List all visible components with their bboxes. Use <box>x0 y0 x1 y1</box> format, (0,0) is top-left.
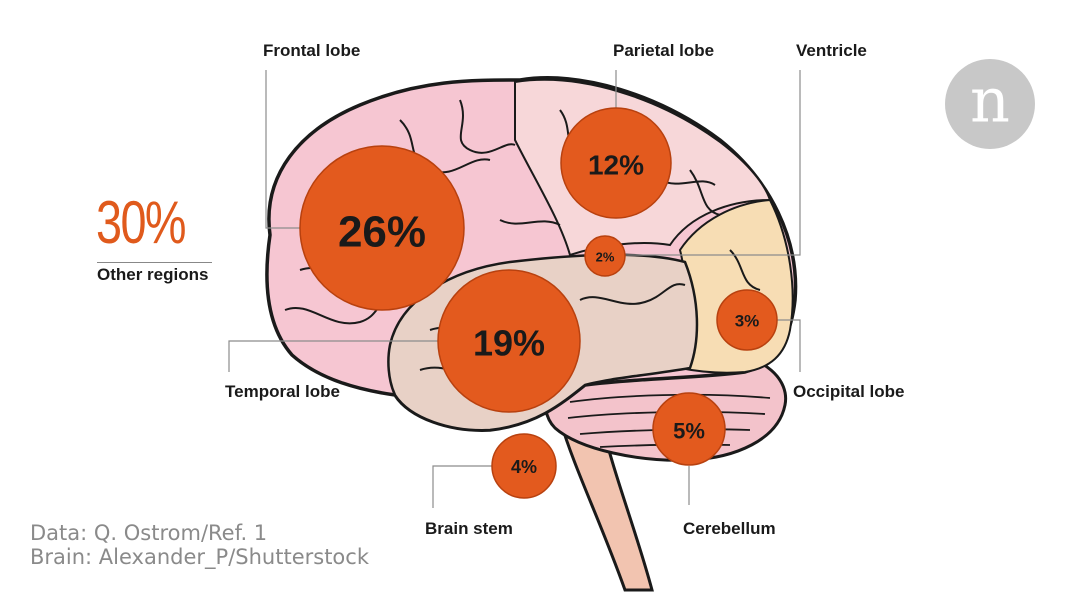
ventricle-bubble <box>584 235 626 277</box>
other-regions-label: Other regions <box>97 265 209 284</box>
data-credit: Data: Q. Ostrom/Ref. 1 <box>30 521 268 545</box>
ventricle-value: 2% <box>596 250 615 265</box>
leader-brainstem <box>432 465 493 508</box>
leader-temporal <box>228 340 440 372</box>
occipital-value: 3% <box>735 312 760 331</box>
logo-circle <box>945 59 1035 149</box>
temporal-lobe-label: Temporal lobe <box>225 382 340 401</box>
leader-occipital <box>777 319 801 372</box>
temporal-value: 19% <box>473 323 545 364</box>
brainstem-bubble <box>491 433 557 499</box>
image-credit: Brain: Alexander_P/Shutterstock <box>30 545 369 569</box>
other-regions-value: 30% <box>96 189 187 256</box>
parietal-value: 12% <box>588 150 644 181</box>
temporal-bubble <box>437 269 581 413</box>
occipital-bubble <box>716 289 778 351</box>
brain-stem-shape <box>558 413 654 592</box>
cerebellum-label: Cerebellum <box>683 519 776 538</box>
leader-lines <box>228 70 801 508</box>
other-regions-divider <box>97 262 212 263</box>
parietal-lobe-label: Parietal lobe <box>613 41 715 60</box>
brainstem-value: 4% <box>511 457 537 477</box>
leader-ventricle <box>612 70 801 256</box>
parietal-bubble <box>560 107 672 219</box>
cerebellum-value: 5% <box>673 419 705 444</box>
cerebellum-bubble <box>652 392 726 466</box>
brain-stem-label: Brain stem <box>425 519 513 538</box>
frontal-bubble <box>299 145 465 311</box>
ventricle-label: Ventricle <box>796 41 867 60</box>
bubble-values: 26% 12% 2% 19% 3% 5% 4% <box>338 150 759 478</box>
logo-letter: n <box>970 64 1010 137</box>
occipital-lobe-label: Occipital lobe <box>793 382 905 401</box>
frontal-value: 26% <box>338 208 426 257</box>
bubbles <box>299 107 778 499</box>
nature-logo: n <box>945 59 1035 149</box>
frontal-lobe-label: Frontal lobe <box>263 41 361 60</box>
leader-frontal <box>265 70 300 229</box>
